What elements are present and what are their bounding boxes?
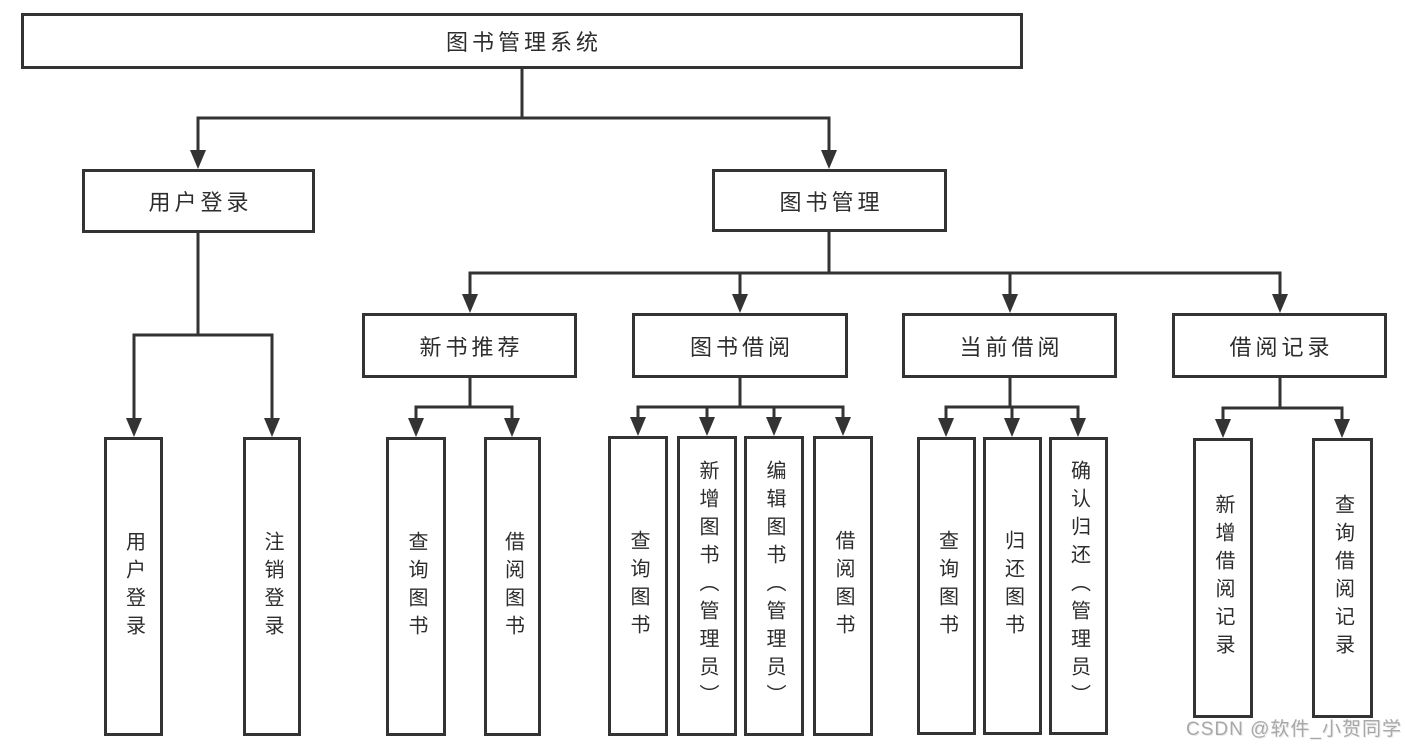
leaf-borrow-books: 借阅图书 [813, 436, 873, 736]
leaf-return-books: 归还图书 [983, 437, 1042, 735]
leaf-label: 注销登录 [261, 530, 283, 643]
leaf-query-books-recommend: 查询图书 [386, 437, 446, 736]
node-book-borrowing: 图书借阅 [632, 313, 848, 378]
leaf-add-borrow-record: 新增借阅记录 [1193, 438, 1253, 718]
node-label: 用户登录 [148, 190, 253, 215]
csdn-watermark: CSDN @软件_小贺同学 [1186, 719, 1402, 740]
arrowheads [126, 150, 1350, 438]
node-new-book-recommendation: 新书推荐 [362, 313, 577, 378]
leaf-logout: 注销登录 [243, 437, 301, 736]
leaf-add-books-admin: 新增图书（管理员） [677, 436, 737, 736]
leaf-edit-books-admin: 编辑图书（管理员） [744, 436, 804, 736]
leaf-label: 查询图书 [405, 530, 427, 643]
leaf-label: 查询图书 [627, 530, 649, 642]
leaf-query-borrow-record: 查询借阅记录 [1312, 438, 1373, 718]
leaf-label: 借阅图书 [501, 530, 524, 643]
leaf-query-books-current: 查询图书 [917, 437, 976, 735]
node-borrowing-records: 借阅记录 [1172, 313, 1387, 378]
node-label: 图书管理 [779, 189, 884, 215]
node-label: 图书管理系统 [445, 30, 602, 55]
node-label: 当前借阅 [959, 334, 1064, 360]
leaf-label: 新增借阅记录 [1212, 494, 1234, 662]
node-label: 图书借阅 [689, 334, 794, 360]
leaf-query-books-borrow: 查询图书 [608, 436, 668, 736]
leaf-label: 查询借阅记录 [1331, 494, 1354, 662]
node-library-management-system: 图书管理系统 [21, 13, 1023, 69]
node-book-management: 图书管理 [712, 169, 947, 232]
node-label: 借阅记录 [1229, 334, 1334, 360]
node-current-borrowing: 当前借阅 [902, 313, 1117, 378]
leaf-borrow-books-recommend: 借阅图书 [484, 437, 541, 736]
node-user-login: 用户登录 [82, 169, 315, 233]
leaf-label: 新增图书（管理员） [696, 460, 718, 712]
leaf-label: 借阅图书 [832, 530, 854, 642]
leaf-label: 用户登录 [122, 530, 145, 643]
leaf-label: 确认归还（管理员） [1067, 460, 1090, 712]
leaf-label: 查询图书 [935, 530, 958, 642]
leaf-label: 归还图书 [1001, 530, 1024, 642]
node-label: 新书推荐 [419, 334, 524, 360]
connector-path [132, 69, 1344, 421]
leaf-label: 编辑图书（管理员） [763, 460, 785, 712]
leaf-confirm-return-admin: 确认归还（管理员） [1049, 437, 1108, 735]
leaf-user-login: 用户登录 [104, 437, 163, 736]
